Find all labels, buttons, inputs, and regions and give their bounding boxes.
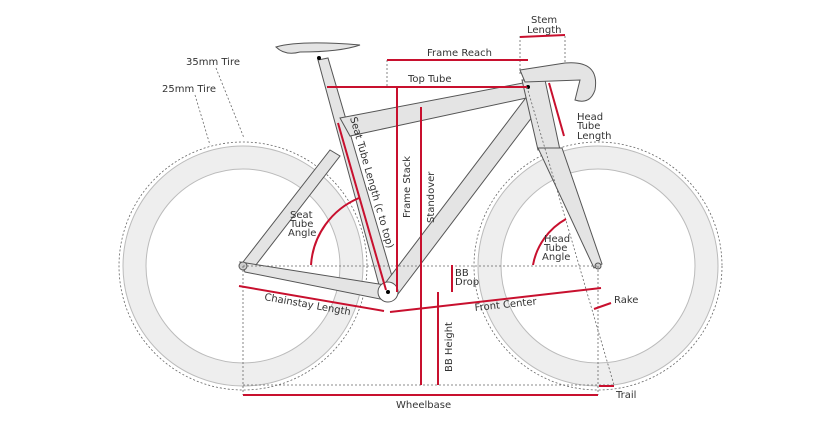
label-rake: Rake	[614, 295, 638, 306]
label-seat-tube-angle-2: Tube	[289, 219, 313, 230]
label-head-tube-angle-1: Head	[544, 234, 570, 245]
label-seat-tube-angle-3: Angle	[288, 228, 316, 239]
label-head-tube-length-2: Tube	[576, 121, 600, 132]
label-35mm-tire: 35mm Tire	[186, 57, 240, 68]
label-head-tube-length-3: Length	[577, 131, 612, 142]
label-bb: BB	[455, 268, 469, 279]
label-frame-reach: Frame Reach	[427, 48, 492, 59]
label-stem-length: Length	[527, 25, 562, 36]
front-center-line	[389, 287, 602, 313]
chainstay-length-line	[238, 285, 385, 312]
head-tube-angle-arc	[532, 218, 567, 266]
dimension-lines	[238, 34, 614, 396]
label-bb-drop: Drop	[455, 277, 479, 288]
stem-length-line	[519, 34, 566, 38]
seat-tube-angle-arc	[310, 197, 360, 266]
rake-line	[593, 302, 612, 310]
label-head-tube-length-1: Head	[577, 112, 603, 123]
label-top-tube: Top Tube	[407, 74, 451, 85]
label-wheelbase: Wheelbase	[396, 400, 451, 411]
head-tube-length-line	[548, 82, 565, 137]
label-25mm-tire: 25mm Tire	[162, 84, 216, 95]
label-head-tube-angle-2: Tube	[543, 243, 567, 254]
label-seat-tube-angle-1: Seat	[290, 210, 313, 221]
label-frame-stack: Frame Stack	[402, 156, 413, 218]
label-trail: Trail	[615, 390, 636, 401]
label-bb-height: BB Height	[444, 322, 455, 372]
label-standover: Standover	[426, 171, 437, 223]
seat-tube-length-line	[337, 122, 387, 291]
label-head-tube-angle-3: Angle	[542, 252, 570, 263]
bike-frame	[238, 42, 603, 303]
label-stem: Stem	[531, 15, 557, 26]
